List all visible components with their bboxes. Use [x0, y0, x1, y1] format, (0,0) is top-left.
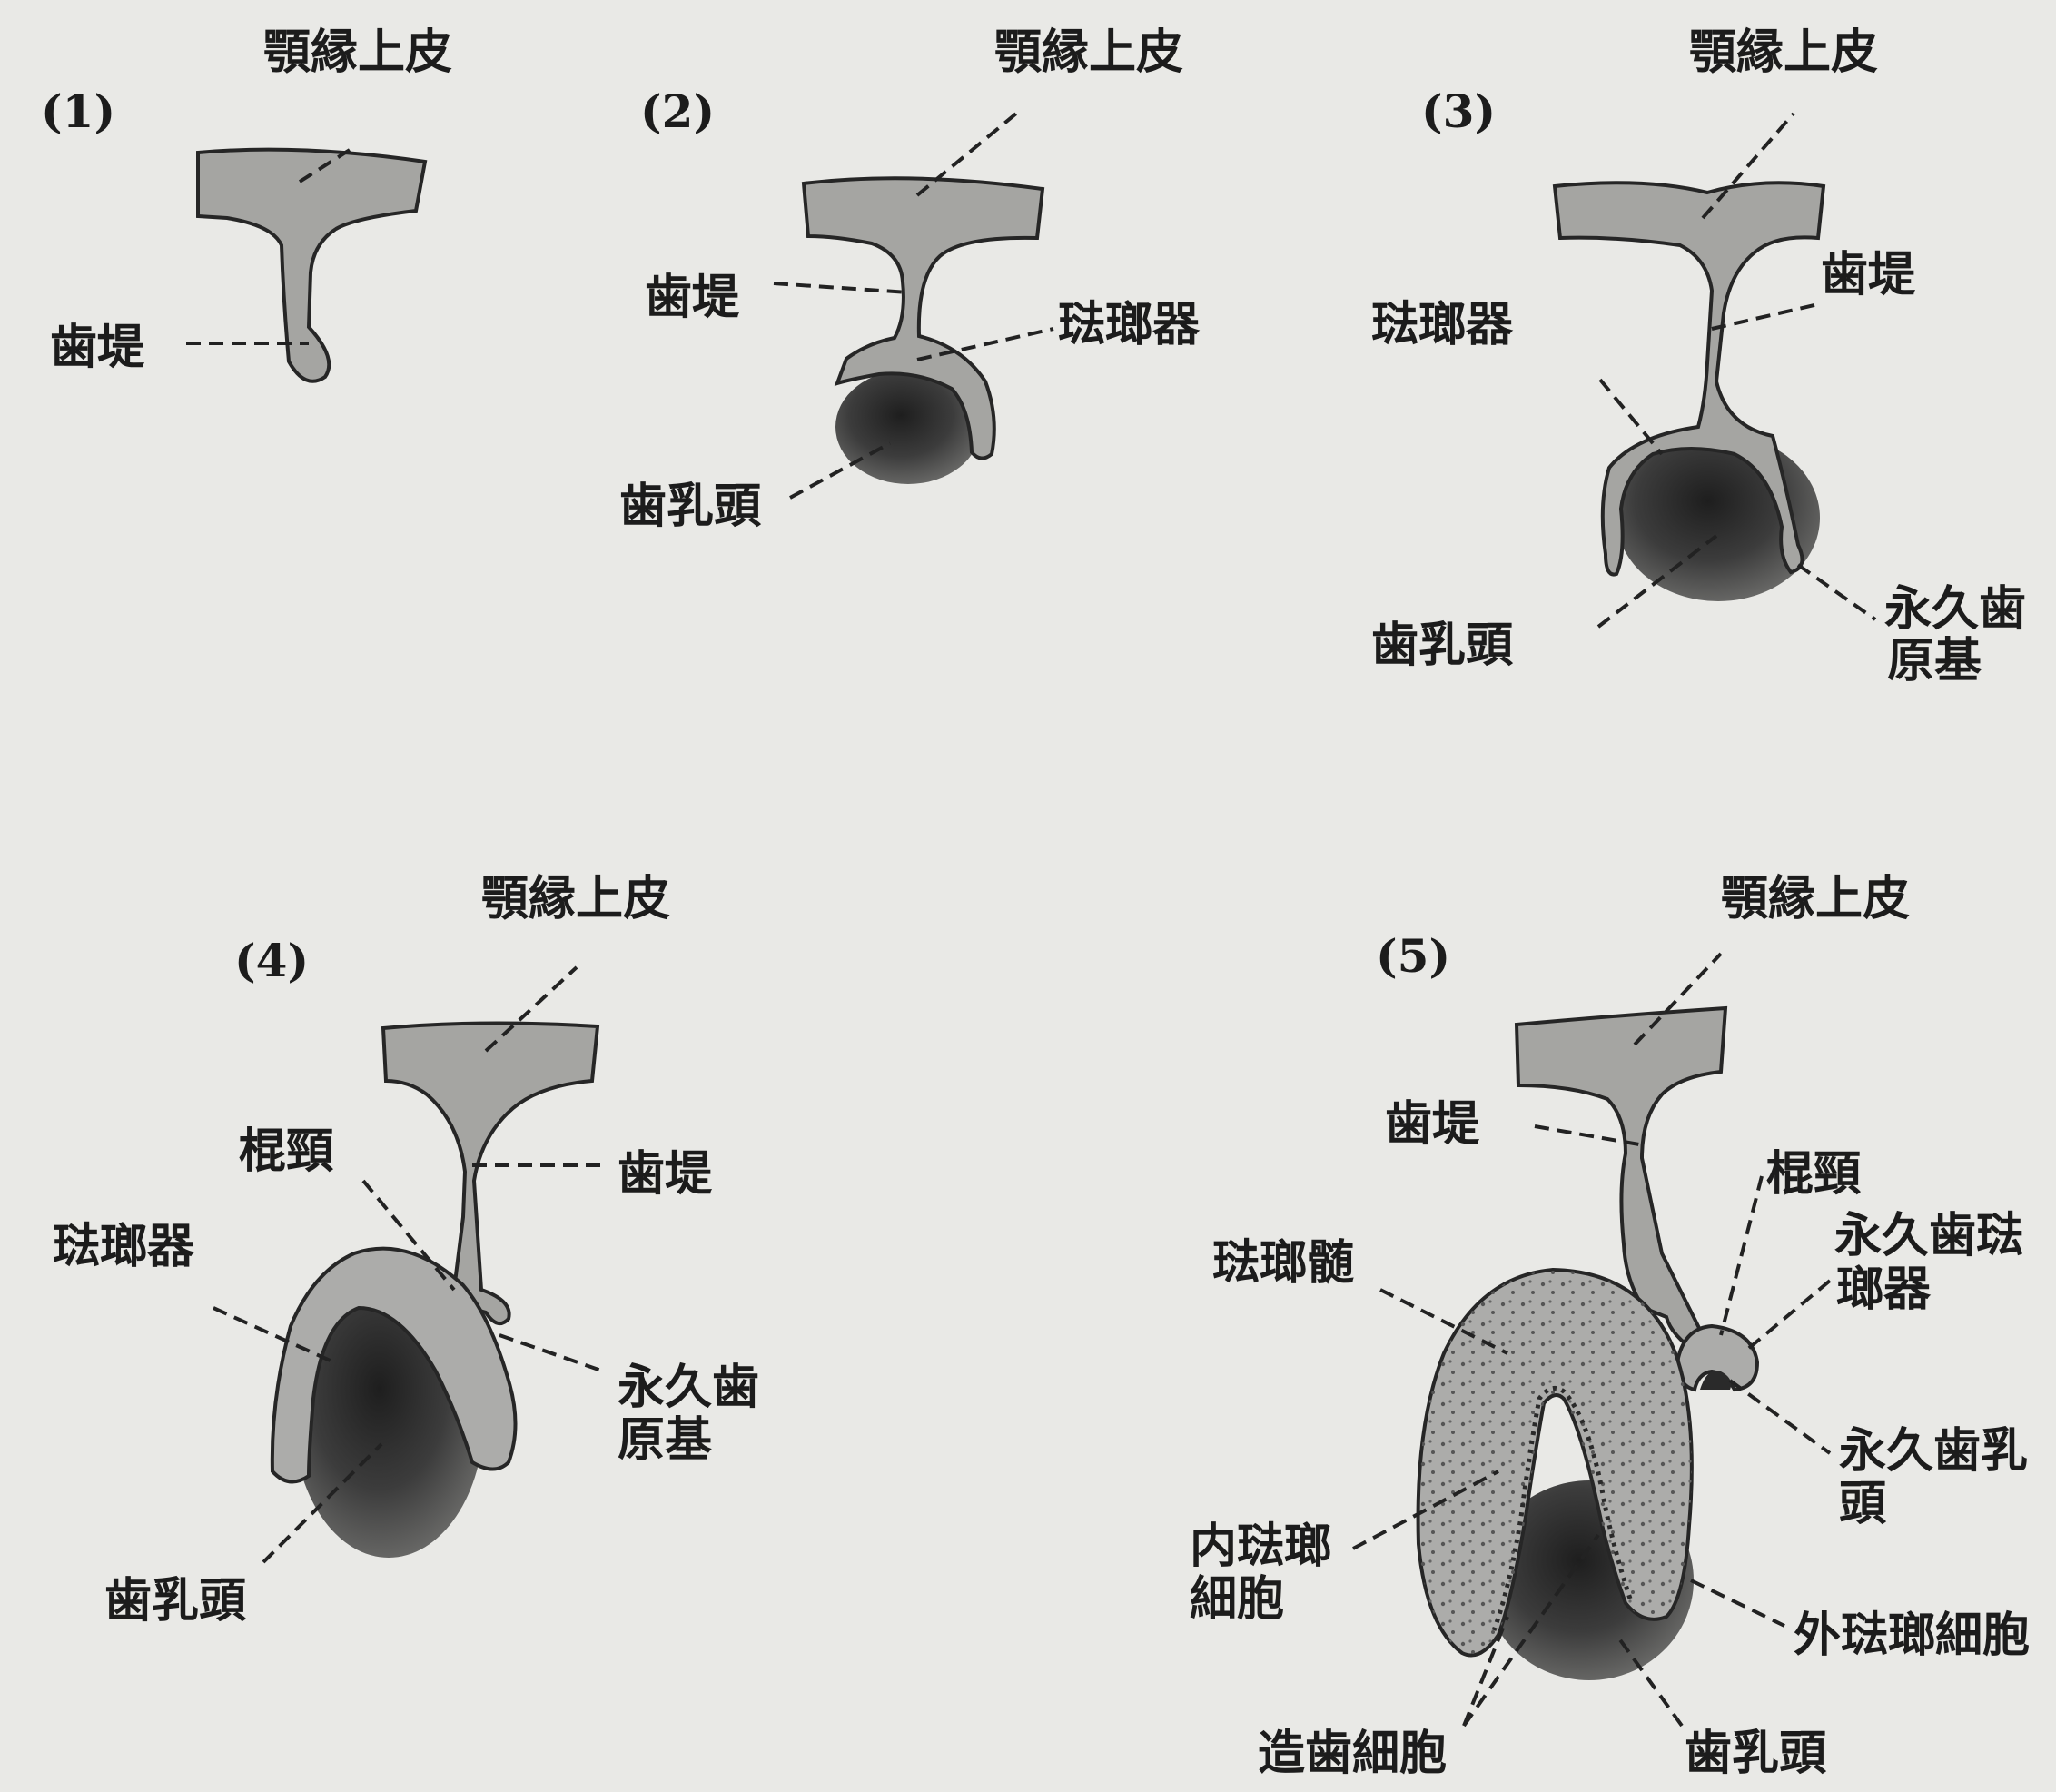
panel-1-jaw-epithelium-label: 顎縁上皮: [263, 25, 452, 80]
panel-1-dental-lamina-label: 歯堤: [50, 320, 145, 375]
panel-5-neck-label: 棍頸: [1766, 1146, 1861, 1202]
panel-2-dental-papilla-label: 歯乳頭: [619, 479, 762, 534]
panel-5-outer-enamel-cells-label: 外琺瑯細胞: [1794, 1608, 2030, 1663]
panel-5-permanent-papilla-label-line2: 頭: [1839, 1476, 1887, 1531]
panel-3-germ-leader: [1798, 565, 1875, 619]
panel-4-number: (4): [234, 934, 309, 987]
panel-4-neck-label: 棍頸: [239, 1124, 333, 1179]
panel-5-odontoblasts-label: 造歯細胞: [1258, 1726, 1447, 1781]
panel-5-permanent-papilla-leader: [1730, 1381, 1830, 1453]
panel-4-germ-leader: [499, 1335, 604, 1371]
panel-1-number: (1): [41, 84, 115, 138]
panel-3-dental-lamina-label: 歯堤: [1821, 247, 1916, 302]
panel-5-permanent-papilla-label-line1: 永久歯乳: [1839, 1423, 2028, 1479]
panel-3: (3) 顎縁上皮 歯堤 琺瑯器 歯乳頭 永久歯 原基: [1371, 25, 2026, 688]
panel-1: (1) 顎縁上皮 歯堤: [41, 25, 452, 381]
panel-5-permanent-enamel-organ-label-line2: 瑯器: [1836, 1262, 1932, 1317]
panel-2-jaw-epithelium-label: 顎縁上皮: [994, 25, 1183, 80]
panel-5-dental-lamina-label: 歯堤: [1385, 1096, 1480, 1152]
panel-3-enamel-organ-label: 琺瑯器: [1371, 297, 1514, 352]
panel-3-dental-papilla-label: 歯乳頭: [1371, 618, 1514, 673]
panel-2-enamel-organ-label: 琺瑯器: [1058, 297, 1201, 352]
panel-5-number: (5): [1376, 929, 1450, 983]
panel-4-permanent-germ-label-line1: 永久歯: [618, 1360, 759, 1415]
panel-5-permanent-enamel-organ-leader: [1748, 1281, 1830, 1349]
panel-2-number: (2): [640, 84, 715, 138]
panel-4-enamel-organ-label: 琺瑯器: [53, 1219, 195, 1274]
panel-3-enamel-organ-leader: [1600, 380, 1662, 454]
panel-3-jaw-epithelium-label: 顎縁上皮: [1689, 25, 1878, 80]
panel-1-epithelium-shape: [198, 150, 425, 381]
panel-2-dental-lamina-label: 歯堤: [645, 270, 740, 325]
panel-2-lamina-leader: [774, 283, 908, 292]
panel-3-number: (3): [1421, 84, 1496, 138]
panel-5-jaw-epithelium-label: 顎縁上皮: [1721, 871, 1910, 926]
panel-5-inner-enamel-cells-label-line1: 内琺瑯: [1190, 1519, 1331, 1574]
panel-3-lamina-leader: [1712, 304, 1818, 329]
panel-4-dental-lamina-label: 歯堤: [618, 1146, 713, 1202]
panel-4-jaw-epithelium-label: 顎縁上皮: [481, 871, 670, 926]
panel-5-outer-enamel-cells-leader: [1691, 1580, 1784, 1626]
panel-4-permanent-germ-label-line2: 原基: [618, 1412, 712, 1468]
panel-3-permanent-germ-label-line1: 永久歯: [1884, 581, 2026, 637]
panel-5-enamel-pulp-label: 琺瑯髄: [1212, 1235, 1354, 1291]
panel-4-dental-papilla-label: 歯乳頭: [104, 1573, 247, 1629]
panel-4: (4) 顎縁上皮 棍頸 歯堤 琺瑯器 永久歯 原基 歯乳頭: [53, 871, 759, 1629]
panel-5-inner-enamel-cells-label-line2: 細胞: [1190, 1571, 1284, 1627]
panel-5-permanent-enamel-organ-label-line1: 永久歯琺: [1834, 1208, 2023, 1263]
panel-3-permanent-germ-label-line2: 原基: [1887, 633, 1982, 688]
panel-5: (5) 顎縁上皮 歯堤 棍頸 琺瑯髄 永久歯琺 瑯器 永久歯乳 頭 内琺瑯 細胞…: [1190, 871, 2030, 1781]
panel-5-dental-papilla-label: 歯乳頭: [1685, 1726, 1827, 1781]
panel-5-neck-leader: [1721, 1176, 1762, 1335]
panel-2: (2) 顎縁上皮 歯堤 琺瑯器 歯乳頭: [619, 25, 1201, 534]
